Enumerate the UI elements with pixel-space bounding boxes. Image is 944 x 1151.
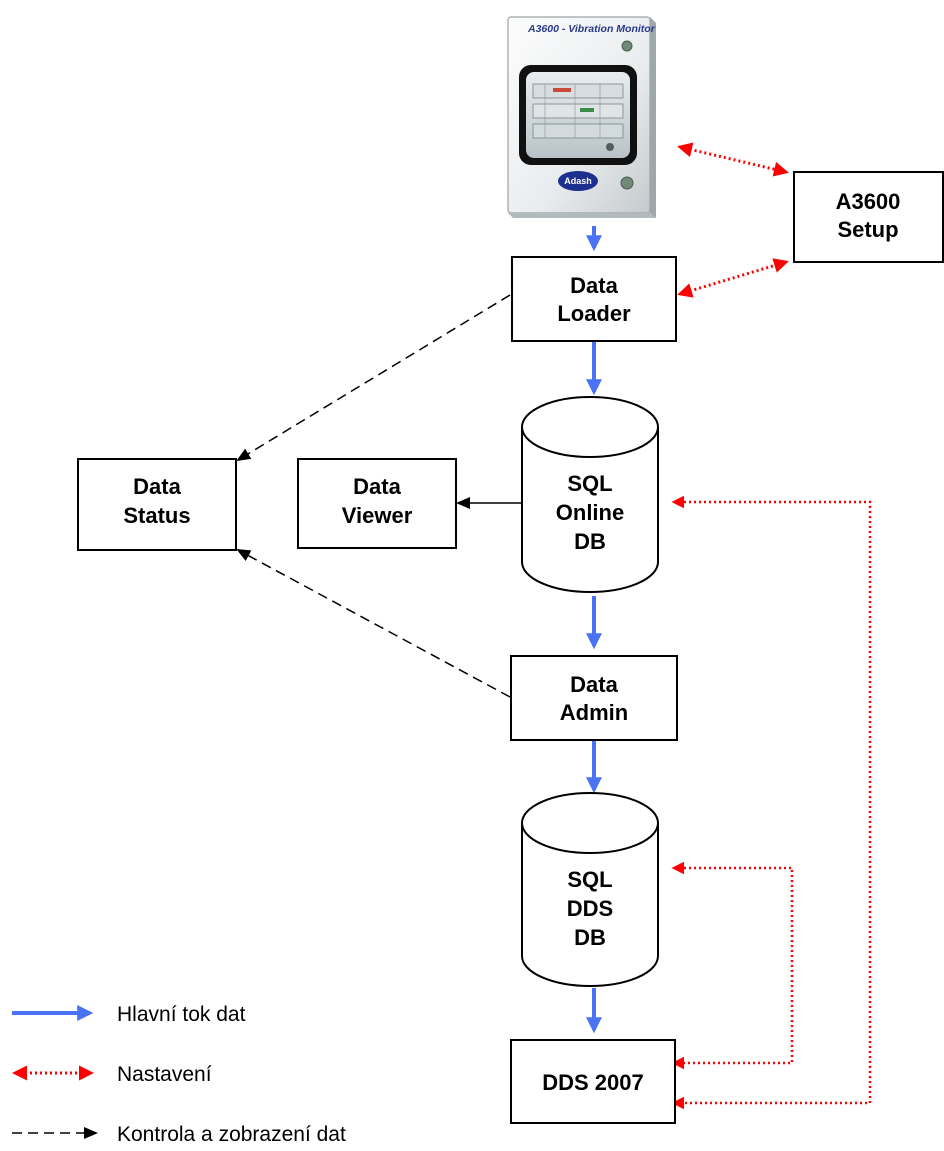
node-label: Setup xyxy=(837,217,898,242)
node-label: Viewer xyxy=(342,503,413,528)
legend-control-label: Kontrola a zobrazení dat xyxy=(117,1123,346,1146)
legend-settings-label: Nastavení xyxy=(117,1063,212,1086)
device-title: A3600 - Vibration Monitor xyxy=(527,23,656,35)
node-label: DB xyxy=(574,529,606,554)
legend-settings: Nastavení xyxy=(11,1063,212,1086)
node-label: Status xyxy=(123,503,190,528)
node-label: DB xyxy=(574,925,606,950)
device-module-strip-2 xyxy=(532,103,624,119)
device-cabinet-side xyxy=(650,17,656,218)
node-label: DDS 2007 xyxy=(542,1070,644,1095)
node-label: DDS xyxy=(567,896,613,921)
settings-online-db-dds2007 xyxy=(671,495,872,1110)
device-cabinet-bottom xyxy=(508,213,656,218)
node-label: Admin xyxy=(560,700,628,725)
node-label: Data xyxy=(133,474,181,499)
node-label: SQL xyxy=(567,471,612,496)
node-label: A3600 xyxy=(836,189,901,214)
node-data-loader[interactable]: Data Loader xyxy=(511,256,677,342)
legend-main-flow: Hlavní tok dat xyxy=(12,1003,246,1026)
legend-main-flow-label: Hlavní tok dat xyxy=(117,1003,246,1026)
node-label: Loader xyxy=(557,301,631,326)
settings-dds-db-dds2007 xyxy=(671,861,794,1070)
device-logo: Adash xyxy=(564,176,592,186)
device-module-strip-1 xyxy=(532,83,624,99)
node-label: Online xyxy=(556,500,624,525)
node-label: Data xyxy=(570,273,618,298)
node-label: SQL xyxy=(567,867,612,892)
control-loader-to-status xyxy=(236,294,511,462)
device-module-strip-3 xyxy=(532,123,624,139)
node-data-admin[interactable]: Data Admin xyxy=(510,655,678,741)
node-data-viewer[interactable]: Data Viewer xyxy=(297,458,457,549)
device-knob-top-icon xyxy=(621,40,633,52)
legend: Hlavní tok dat Nastavení Kontrola a zobr… xyxy=(11,1003,346,1146)
device-knob-bottom-icon xyxy=(620,176,634,190)
node-dds-2007[interactable]: DDS 2007 xyxy=(510,1039,676,1124)
legend-control: Kontrola a zobrazení dat xyxy=(12,1123,346,1146)
node-label: Data xyxy=(570,672,618,697)
a3600-device-image[interactable]: A3600 - Vibration Monitor Adash xyxy=(507,16,656,218)
settings-device-setup xyxy=(677,142,789,177)
control-admin-to-status xyxy=(236,549,511,698)
device-logo-badge xyxy=(558,171,598,191)
device-led-strip xyxy=(553,88,571,92)
node-label: Data xyxy=(353,474,401,499)
node-sql-online-db[interactable]: SQL Online DB xyxy=(521,396,659,593)
device-led-strip xyxy=(580,108,594,112)
node-a3600-setup[interactable]: A3600 Setup xyxy=(793,171,944,263)
node-sql-dds-db[interactable]: SQL DDS DB xyxy=(521,792,659,987)
node-data-status[interactable]: Data Status xyxy=(77,458,237,551)
device-window-knob-icon xyxy=(606,143,614,151)
settings-loader-setup xyxy=(677,258,789,298)
